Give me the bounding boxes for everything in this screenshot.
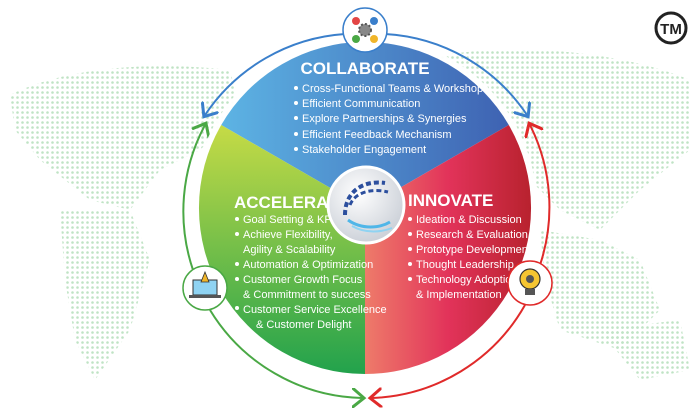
list-item: Customer Service Excellence <box>243 304 387 316</box>
innovate-list: Ideation & Discussion Research & Evaluat… <box>408 214 531 301</box>
arrow-green-up <box>182 125 205 271</box>
segment-innovate <box>365 125 532 374</box>
list-item: & Commitment to success <box>243 289 371 301</box>
arrow-blue-left <box>205 33 346 115</box>
arrow-red-down <box>372 304 526 398</box>
list-item: Technology Adoption <box>416 274 518 286</box>
list-item: Prototype Development <box>416 244 531 256</box>
rocket-laptop-icon <box>182 265 228 311</box>
list-item: Agility & Scalability <box>243 244 336 256</box>
accelerate-title: ACCELERATE <box>234 193 349 212</box>
lightbulb-gear-icon <box>507 260 553 306</box>
list-item: Research & Evaluation <box>416 229 528 241</box>
trademark-logo: TM <box>654 11 688 45</box>
accelerate-list: Goal Setting & KPI Achieve Flexibility, … <box>235 214 387 331</box>
logo-text: TM <box>660 21 682 38</box>
list-item: Customer Growth Focus <box>243 274 363 286</box>
list-item: Goal Setting & KPI <box>243 214 335 226</box>
list-item: Explore Partnerships & Synergies <box>302 113 467 125</box>
list-item: Thought Leadership <box>416 259 514 271</box>
company-logo-icon <box>326 165 406 245</box>
innovate-title: INNOVATE <box>408 191 493 210</box>
arrow-red-up <box>530 125 551 266</box>
collaborate-title: COLLABORATE <box>300 59 429 78</box>
list-item: Automation & Optimization <box>243 259 373 271</box>
segment-collaborate <box>221 41 509 208</box>
list-item: & Implementation <box>416 289 502 301</box>
arrow-blue-right <box>384 33 527 115</box>
list-item: Cross-Functional Teams & Workshops <box>302 83 489 95</box>
arrow-green-down <box>209 309 362 398</box>
list-item: Stakeholder Engagement <box>302 144 426 156</box>
list-item: Ideation & Discussion <box>416 214 522 226</box>
list-item: Efficient Communication <box>302 98 420 110</box>
collaboration-gear-icon <box>342 7 388 53</box>
list-item: & Customer Delight <box>256 319 351 331</box>
list-item: Achieve Flexibility, <box>243 229 333 241</box>
collaborate-list: Cross-Functional Teams & Workshops Effic… <box>294 83 489 156</box>
segment-accelerate <box>198 125 365 374</box>
list-item: Efficient Feedback Mechanism <box>302 129 452 141</box>
